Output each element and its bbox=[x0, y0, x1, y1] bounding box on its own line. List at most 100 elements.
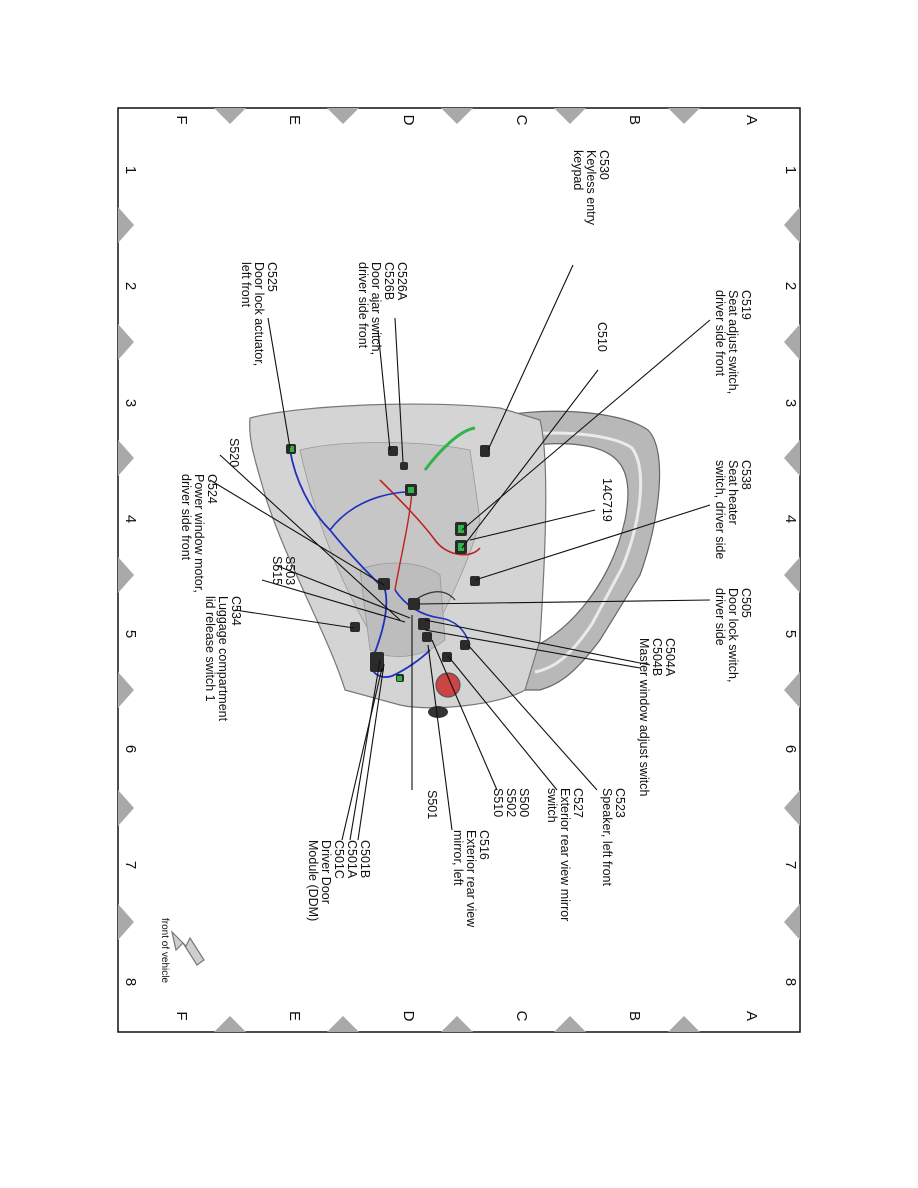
callout-c519-line: C519 bbox=[739, 290, 753, 320]
harness-red bbox=[379, 479, 481, 556]
callout-c501-line: C501A bbox=[345, 840, 359, 879]
callout-c530-line: keypad bbox=[571, 150, 585, 190]
callout-c501: C501BC501AC501CDriver DoorModule (DDM) bbox=[306, 840, 372, 921]
callout-c530-line: Keyless entry bbox=[584, 150, 598, 226]
callout-c534-line: lid release switch 1 bbox=[203, 596, 217, 702]
grid-marker bbox=[118, 790, 134, 826]
grid-label: 5 bbox=[782, 630, 799, 638]
grid-marker bbox=[214, 1016, 246, 1032]
grid-label: 1 bbox=[122, 166, 139, 174]
callout-c501-line: C501B bbox=[358, 840, 372, 878]
grid-marker bbox=[118, 672, 134, 708]
callout-c14c719: 14C719 bbox=[600, 478, 614, 522]
callout-c505-line: C505 bbox=[739, 588, 753, 618]
grid-label: 6 bbox=[122, 745, 139, 753]
grid-marker bbox=[441, 108, 473, 124]
callout-c510: C510 bbox=[595, 322, 609, 352]
callout-c526-line: driver side front bbox=[356, 262, 370, 349]
callout-c526-line: C526A bbox=[395, 262, 409, 301]
grid-marker bbox=[214, 108, 246, 124]
grid-label: 3 bbox=[782, 399, 799, 407]
grid-marker bbox=[784, 790, 800, 826]
callout-s520-line: S520 bbox=[227, 438, 241, 467]
callout-s503-line: S503 bbox=[283, 556, 297, 585]
callout-c504-line: Master window adjust switch bbox=[637, 638, 651, 796]
grid-marker bbox=[118, 557, 134, 593]
harness-green bbox=[423, 426, 476, 471]
leader-lines bbox=[209, 264, 711, 841]
callout-c510-line: C510 bbox=[595, 322, 609, 352]
grid-marker bbox=[668, 108, 700, 124]
grid-marker bbox=[554, 108, 586, 124]
grid-marker bbox=[784, 672, 800, 708]
callout-s503: S503S515 bbox=[270, 556, 297, 585]
callout-c534-line: Luggage compartment bbox=[216, 596, 230, 722]
callout-c525-line: C525 bbox=[265, 262, 279, 292]
callout-c526-line: C526B bbox=[382, 262, 396, 300]
grid-label: C bbox=[513, 1011, 530, 1022]
callout-c516: C516Exterior rear viewmirror, left bbox=[451, 830, 491, 928]
callout-c526: C526AC526BDoor ajar switch,driver side f… bbox=[356, 262, 409, 355]
grid-label: B bbox=[626, 1011, 643, 1021]
callout-c504: C504AC504BMaster window adjust switch bbox=[637, 638, 677, 796]
grid-label: 1 bbox=[782, 166, 799, 174]
callout-c524: C524Power window motor,driver side front bbox=[179, 474, 219, 593]
grid-label: A bbox=[743, 115, 760, 125]
callout-c538: C538Seat heaterswitch, driver side bbox=[713, 460, 753, 559]
callout-c501-line: Driver Door bbox=[319, 840, 333, 904]
callout-c14c719-line: 14C719 bbox=[600, 478, 614, 522]
callout-c526-line: Door ajar switch, bbox=[369, 262, 383, 355]
callout-c525-line: left front bbox=[239, 262, 253, 308]
grid-marker bbox=[118, 207, 134, 243]
callout-c527: C527Exterior rear view mirrorswitch bbox=[545, 788, 585, 921]
callout-c525-line: Door lock actuator, bbox=[252, 262, 266, 366]
grid-label: 7 bbox=[782, 861, 799, 869]
callout-s500-line: S502 bbox=[504, 788, 518, 817]
callout-c519-line: Seat adjust switch, bbox=[726, 290, 740, 394]
grid-marker bbox=[784, 207, 800, 243]
front-of-vehicle-arrow-icon bbox=[170, 930, 205, 966]
grid-marker bbox=[441, 1016, 473, 1032]
grid-label: 8 bbox=[122, 978, 139, 986]
callout-c524-line: Power window motor, bbox=[192, 474, 206, 593]
grid-label: F bbox=[173, 1011, 190, 1020]
grid-label: 2 bbox=[782, 282, 799, 290]
grid-marker bbox=[784, 904, 800, 940]
callout-c538-line: switch, driver side bbox=[713, 460, 727, 559]
grid-marker bbox=[327, 108, 359, 124]
grid-marker bbox=[118, 440, 134, 476]
callout-c505: C505Door lock switch,driver side bbox=[713, 588, 753, 682]
grid-marker bbox=[118, 324, 134, 360]
callout-c504-line: C504A bbox=[663, 638, 677, 677]
grid-label: 6 bbox=[782, 745, 799, 753]
callout-c519-line: driver side front bbox=[713, 290, 727, 377]
grid-label: 7 bbox=[122, 861, 139, 869]
callout-c530-line: C530 bbox=[597, 150, 611, 180]
callout-c527-line: Exterior rear view mirror bbox=[558, 788, 572, 921]
callout-c525: C525Door lock actuator,left front bbox=[239, 262, 279, 366]
grid-label: 3 bbox=[122, 399, 139, 407]
callout-s500-line: S500 bbox=[517, 788, 531, 817]
grid-marker bbox=[327, 1016, 359, 1032]
door-illustration bbox=[249, 403, 661, 718]
callout-c527-line: switch bbox=[545, 788, 559, 823]
callout-s503-line: S515 bbox=[270, 556, 284, 585]
grid-label: 4 bbox=[782, 515, 799, 523]
grid-marker bbox=[784, 440, 800, 476]
callout-c524-line: C524 bbox=[205, 474, 219, 504]
callout-c516-line: Exterior rear view bbox=[464, 830, 478, 928]
grid-marker bbox=[784, 557, 800, 593]
callout-c501-line: C501C bbox=[332, 840, 346, 879]
grid-label: 5 bbox=[122, 630, 139, 638]
grid-label: 4 bbox=[122, 515, 139, 523]
callout-s501: S501 bbox=[425, 790, 439, 819]
grid-label: F bbox=[173, 115, 190, 124]
callout-c530: C530Keyless entrykeypad bbox=[571, 150, 611, 226]
grid-label: 8 bbox=[782, 978, 799, 986]
grid-label: D bbox=[400, 1011, 417, 1022]
callout-s501-line: S501 bbox=[425, 790, 439, 819]
callout-c505-line: Door lock switch, bbox=[726, 588, 740, 682]
grid-label: E bbox=[286, 1011, 303, 1021]
grid-marker bbox=[118, 904, 134, 940]
